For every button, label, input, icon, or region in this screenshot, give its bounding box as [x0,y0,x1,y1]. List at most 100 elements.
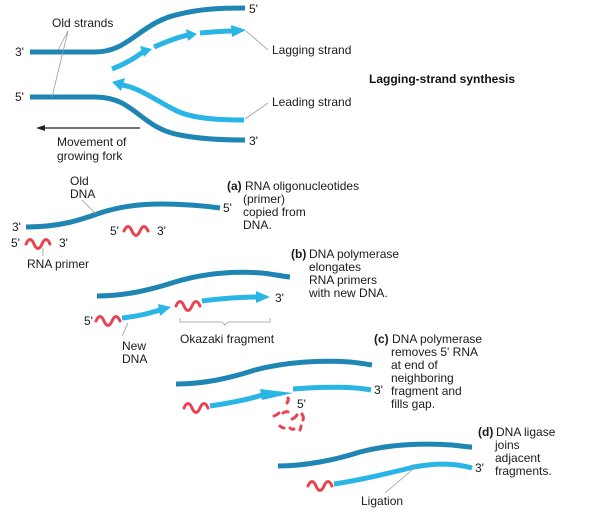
leader-new-dna [121,322,129,337]
leader-old-dna [81,199,97,215]
step-c-text-line2: removes 5' RNA [391,345,478,359]
step-c-arrowhead [260,389,293,400]
label-rna-primer: RNA primer [27,257,89,271]
step-b-new-dna-2 [201,294,259,304]
step-b-graphic [94,269,291,337]
step-b-text-line4: with new DNA. [308,286,388,300]
step-a-description: (a) RNA oligonucleotides (primer) copied… [227,179,359,232]
okazaki-bracket [179,318,271,326]
step-c-text-line3: at end of [391,358,438,372]
step-b-arrowhead-2 [256,291,270,303]
step-d-text-line3: adjacent [495,451,541,465]
step-a-text-line2: (primer) [243,192,285,206]
end-label-top-right: 5' [249,2,258,16]
step-d-rna-primer [306,480,334,492]
step-a-old-dna [25,201,221,230]
step-b-old-dna [96,269,291,299]
label-movement-line2: growing fork [57,149,123,163]
step-d-description: (d) DNA ligase joins adjacent fragments. [478,425,556,478]
lagging-fragment-3 [199,28,234,36]
leading-arrowhead [112,78,125,91]
step-c-letter: (c) [374,332,389,346]
lagging-arrowhead-1 [140,46,152,57]
step-c-text-line5: fragment and [391,384,462,398]
step-c-text-line1: DNA polymerase [392,332,482,346]
step-c-description: (c) DNA polymerase removes 5' RNA at end… [374,332,482,411]
label-old-strands: Old strands [52,16,113,30]
step-d-text-line1: DNA ligase [496,425,556,439]
step-d-text-line2: joins [494,438,520,452]
step-b-text-line3: RNA primers [309,273,377,287]
step-b-new-dna-1 [121,307,161,321]
step-a-rna-primer-1 [24,238,52,250]
step-a-letter: (a) [227,179,242,193]
lagging-fragment-1 [111,49,145,72]
label-movement-line1: Movement of [57,135,127,149]
rna-fragment [281,410,290,415]
old-strand-bottom [30,94,246,143]
released-rna-fragments [272,396,305,432]
label-ligation: Ligation [361,494,403,508]
step-a-text-line4: DNA. [243,218,272,232]
label-new-dna-line2: DNA [122,352,147,366]
end-label-bottom-left: 5' [15,90,24,104]
step-a-end-left: 3' [12,220,21,234]
step-c-mid-5-end: 5' [297,397,306,411]
step-a-text-line1: RNA oligonucleotides [245,179,359,193]
label-leading-strand: Leading strand [272,95,351,109]
step-a-end-right: 5' [223,201,232,215]
leader-ligation [384,469,413,494]
label-lagging-strand: Lagging strand [272,43,351,57]
label-okazaki-fragment: Okazaki fragment [180,332,275,346]
step-d-text-line4: fragments. [495,464,552,478]
step-d-end-right: 3' [475,461,484,475]
step-c-new-dna-2 [292,384,372,393]
step-c-old-dna [175,358,373,387]
step-c-end-right: 3' [374,383,383,397]
rna-fragment [272,411,281,418]
fork-movement-arrowhead [36,125,45,131]
diagram-title: Lagging-strand synthesis [369,72,515,86]
rna-fragment [285,396,290,405]
rna-fragment [298,424,303,432]
end-label-bottom-right: 3' [249,134,258,148]
step-a-rna-primer-2 [122,225,150,237]
step-d-letter: (d) [478,425,493,439]
rna-fragment [290,413,299,421]
step-c-text-line4: neighboring [391,371,454,385]
leader-leading [244,102,269,120]
label-old-dna-line2: DNA [70,187,95,201]
step-b-description: (b) DNA polymerase elongates RNA primers… [291,247,399,300]
end-label-top-left: 3' [15,45,24,59]
step-a-text-line3: copied from [243,205,306,219]
step-b-rna-primer-2 [174,300,202,312]
leader-lagging [245,30,269,51]
step-b-text-line1: DNA polymerase [309,247,399,261]
leading-strand [121,82,245,123]
step-b-text-line2: elongates [309,260,361,274]
step-d-joined-new-dna [333,461,473,487]
step-d-graphic [277,441,473,494]
step-b-arrowhead-1 [158,304,171,316]
step-a-graphic [24,199,221,256]
step-b-rna-primer-1 [94,315,122,327]
old-strand-top [30,5,246,55]
lagging-arrowhead-2 [186,29,197,41]
primer1-3-end: 3' [59,236,68,250]
step-b-end-right: 3' [275,291,284,305]
step-b-letter: (b) [291,247,306,261]
step-c-rna-primer [182,402,210,414]
primer1-5-end: 5' [11,236,20,250]
leader-old-strands [51,30,69,98]
step-c-new-dna-1 [209,392,263,409]
rna-fragment [300,412,305,422]
lagging-arrowhead-3 [231,25,246,37]
label-old-dna-line1: Old [70,174,89,188]
replication-fork [30,5,269,143]
primer2-5-end: 5' [110,224,119,238]
step-c-graphic [175,358,373,432]
lagging-fragment-2 [153,32,189,50]
rna-fragment [278,424,286,430]
step-d-old-dna [277,441,473,469]
